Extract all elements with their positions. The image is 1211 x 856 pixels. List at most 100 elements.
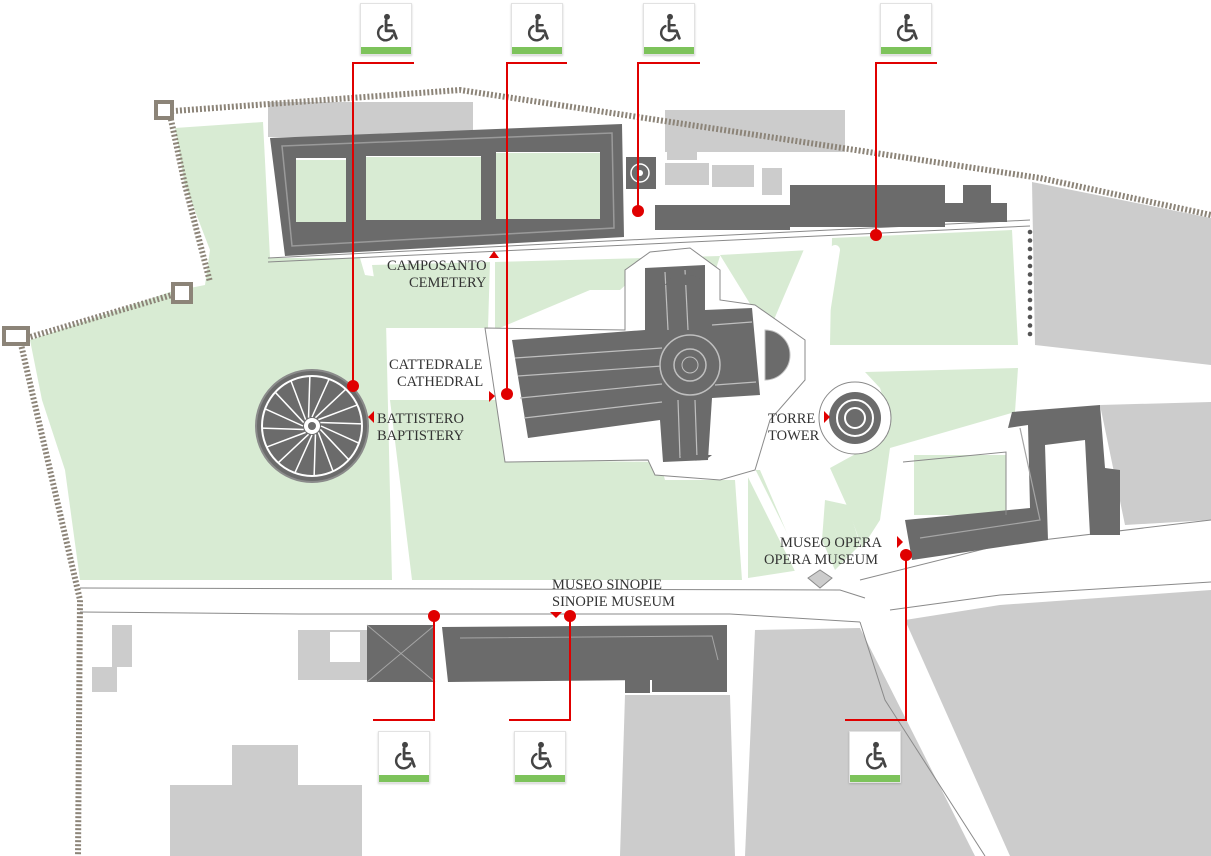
apse-line-1: [711, 321, 753, 326]
baptistery-rib: [313, 434, 317, 476]
city-wall: [16, 86, 1211, 856]
east-lawn: [830, 230, 1018, 345]
accessible-bar: [379, 775, 429, 782]
block-sw: [170, 745, 362, 856]
bollard: [1027, 306, 1033, 311]
accessible-bar: [515, 775, 565, 782]
route-opera-museum: [845, 555, 907, 721]
entrance-dot-cathedral[interactable]: [501, 388, 513, 400]
accessible-bar: [644, 47, 694, 54]
accessible-entrance-button-3[interactable]: [643, 3, 695, 55]
street-line-south: [79, 611, 861, 623]
transept-apse-south: [680, 455, 712, 461]
entrance-dot-sinopie[interactable]: [564, 610, 576, 622]
camposanto-ridge: [281, 132, 615, 247]
route-sinopie-west: [373, 616, 435, 721]
label-cattedrale: CATTEDRALE CATHEDRAL: [389, 357, 483, 391]
accessible-routes: [352, 62, 937, 721]
entrance-dot-opera-museum[interactable]: [900, 549, 912, 561]
wall-tower-2: [171, 282, 193, 304]
label-museo-opera-it: MUSEO OPERA: [780, 535, 882, 551]
baptistery-rib: [319, 428, 350, 461]
route-sinopie: [509, 616, 571, 721]
entrance-dot-north[interactable]: [870, 229, 882, 241]
camposanto-lawn: [372, 262, 490, 328]
north-buildings: [655, 185, 1007, 230]
accessible-entrance-button-4[interactable]: [880, 3, 932, 55]
bollard: [1027, 314, 1033, 320]
label-camposanto: CAMPOSANTO CEMETERY: [387, 258, 487, 292]
bollard: [1027, 297, 1033, 303]
street-line-e: [889, 581, 1211, 611]
bollard: [1027, 238, 1033, 243]
block-ne: [1032, 182, 1211, 365]
accessible-entrance-button-5[interactable]: [378, 731, 430, 783]
wheelchair-icon: [659, 13, 681, 42]
block-e: [1100, 402, 1211, 525]
accessible-bar: [850, 775, 900, 782]
sinopie-annex: [625, 668, 650, 693]
baptistery-rib: [314, 388, 347, 419]
baptistery-ring: [261, 375, 363, 477]
street-line-north: [79, 587, 866, 599]
north-building-b: [790, 185, 945, 227]
wall-tower-3: [2, 326, 30, 346]
label-museo-opera: MUSEO OPERA OPERA MUSEUM: [764, 535, 882, 569]
camposanto-court-center: [366, 157, 481, 220]
cathedral-dome-ring: [673, 348, 707, 382]
transept-apse-north: [665, 274, 705, 285]
baptistery-lantern-core: [308, 422, 316, 430]
label-battistero-en: BAPTISTERY: [377, 428, 465, 444]
transept-line-4: [694, 399, 698, 459]
label-museo-sinopie-it: MUSEO SINOPIE: [552, 577, 662, 593]
fountain: [807, 569, 833, 589]
baptistery-rib: [274, 391, 305, 424]
accessible-entrance-button-1[interactable]: [360, 3, 412, 55]
label-museo-sinopie: MUSEO SINOPIE SINOPIE MUSEUM: [552, 577, 675, 611]
entrance-dot-chapel[interactable]: [632, 205, 644, 217]
courtyard-sw: [330, 632, 360, 662]
block-north-d: [762, 168, 782, 195]
chapel-dome: [630, 163, 650, 183]
camposanto-building: [270, 124, 656, 256]
north-building-c: [945, 203, 1007, 222]
wheelchair-icon: [394, 741, 416, 770]
camposanto-court-west: [296, 160, 346, 222]
bollard: [1027, 229, 1033, 235]
baptistery-rib: [320, 421, 362, 425]
baptistery-rib: [320, 425, 360, 444]
camposanto-roof: [270, 124, 624, 256]
label-camposanto-it: CAMPOSANTO: [387, 258, 487, 274]
block-nw: [268, 102, 473, 137]
sinopie-west-ridge-2: [366, 624, 436, 683]
accessible-entrance-button-2[interactable]: [511, 3, 563, 55]
cathedral-lantern: [681, 356, 699, 374]
entrance-dot-sinopie-west[interactable]: [428, 610, 440, 622]
wall-west: [16, 289, 183, 856]
street-line-sw: [859, 621, 986, 856]
baptistery: [255, 369, 369, 483]
sinopie-main-wing: [442, 625, 727, 692]
label-torre-en: TOWER: [768, 428, 820, 444]
tower-ring-2: [844, 407, 866, 429]
arrow-torre: [824, 411, 830, 423]
cathedral-dome: [659, 334, 721, 396]
museum-courtyard-lawn: [914, 455, 1006, 515]
route-cathedral: [506, 62, 567, 394]
block-sw-small2: [92, 667, 117, 692]
baptistery-rib: [311, 378, 330, 418]
sinopie-museum: [366, 624, 727, 693]
block-north-a: [667, 148, 697, 160]
baptistery-rib: [290, 380, 307, 420]
entrance-dot-baptistery[interactable]: [347, 380, 359, 392]
accessible-entrance-button-7[interactable]: [849, 731, 901, 783]
bollard: [1027, 331, 1033, 337]
nave-line-4: [523, 401, 663, 419]
accessible-entrance-button-6[interactable]: [514, 731, 566, 783]
baptistery-rib: [277, 433, 310, 464]
cathedral-apse: [764, 329, 791, 381]
paths: [740, 243, 840, 585]
baptistery-rib: [262, 427, 304, 431]
bollard: [1027, 323, 1033, 328]
block-north: [665, 110, 845, 152]
